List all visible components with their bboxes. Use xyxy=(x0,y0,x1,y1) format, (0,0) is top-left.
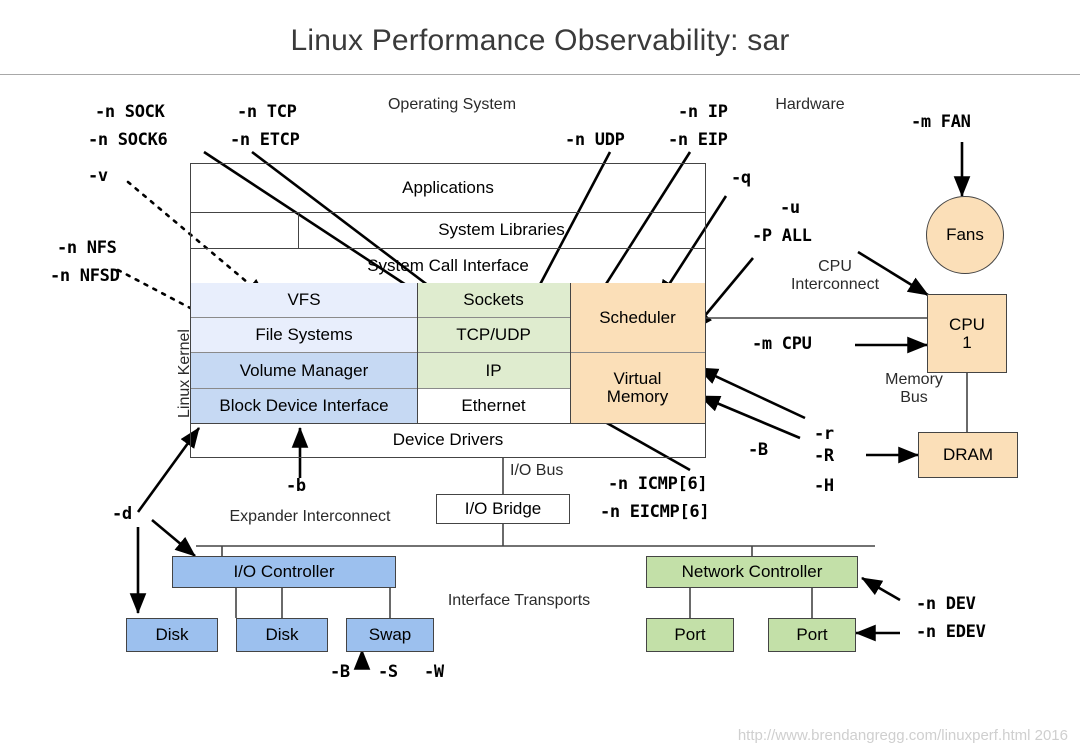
option-swap-B[interactable]: -B xyxy=(330,662,350,682)
option-r-lower[interactable]: -r xyxy=(814,424,834,444)
stack-system-libraries-label: System Libraries xyxy=(438,220,565,240)
option-B-vm[interactable]: -B xyxy=(748,440,768,460)
hardware-swap-label: Swap xyxy=(368,625,412,645)
hardware-io-controller-label: I/O Controller xyxy=(233,562,335,582)
hardware-io-bridge-label: I/O Bridge xyxy=(464,499,542,519)
hardware-io-bridge[interactable]: I/O Bridge xyxy=(436,494,570,524)
option-m-cpu[interactable]: -m CPU xyxy=(752,334,812,354)
option-n-eip[interactable]: -n EIP xyxy=(668,130,728,150)
hardware-disk-1-label: Disk xyxy=(155,625,189,645)
label-hardware: Hardware xyxy=(775,96,845,113)
option-q[interactable]: -q xyxy=(731,168,751,188)
hardware-cpu[interactable]: CPU 1 xyxy=(927,294,1007,373)
label-expander-interconnect: Expander Interconnect xyxy=(229,508,391,525)
stack-scheduler[interactable]: Scheduler xyxy=(570,283,705,353)
option-n-etcp[interactable]: -n ETCP xyxy=(230,130,300,150)
option-n-tcp[interactable]: -n TCP xyxy=(237,102,297,122)
option-n-dev[interactable]: -n DEV xyxy=(916,594,976,614)
os-stack-frame xyxy=(190,163,706,458)
hardware-io-controller[interactable]: I/O Controller xyxy=(172,556,396,588)
stack-volume-manager[interactable]: Volume Manager xyxy=(191,353,417,389)
option-R[interactable]: -R xyxy=(814,446,834,466)
option-n-edev[interactable]: -n EDEV xyxy=(916,622,986,642)
label-memory-bus: Memory Bus xyxy=(885,371,943,407)
stack-block-device-interface[interactable]: Block Device Interface xyxy=(191,389,417,423)
footer-url: http://www.brendangregg.com/linuxperf.ht… xyxy=(737,727,1068,744)
hardware-fans-label: Fans xyxy=(946,225,984,245)
stack-applications[interactable]: Applications xyxy=(191,164,705,212)
option-swap-S[interactable]: -S xyxy=(378,662,398,682)
divider-syslib-bottom xyxy=(191,248,705,249)
option-v[interactable]: -v xyxy=(88,166,108,186)
hardware-disk-1[interactable]: Disk xyxy=(126,618,218,652)
option-n-icmp[interactable]: -n ICMP[6] xyxy=(608,474,708,494)
stack-ip-label: IP xyxy=(485,360,502,380)
label-io-bus: I/O Bus xyxy=(510,462,564,479)
header-divider xyxy=(0,74,1080,75)
hardware-port-1-label: Port xyxy=(674,625,706,645)
option-n-sock6[interactable]: -n SOCK6 xyxy=(88,130,168,150)
option-n-udp[interactable]: -n UDP xyxy=(565,130,625,150)
hardware-disk-2[interactable]: Disk xyxy=(236,618,328,652)
stack-system-call-interface-label: System Call Interface xyxy=(367,255,529,275)
hardware-dram-label: DRAM xyxy=(942,445,994,465)
stack-volume-manager-label: Volume Manager xyxy=(239,360,369,380)
hardware-port-1[interactable]: Port xyxy=(646,618,734,652)
option-n-sock[interactable]: -n SOCK xyxy=(95,102,165,122)
stack-vfs[interactable]: VFS xyxy=(191,283,417,318)
option-n-ip[interactable]: -n IP xyxy=(678,102,728,122)
label-operating-system: Operating System xyxy=(387,96,517,113)
page-title: Linux Performance Observability: sar xyxy=(290,24,790,57)
label-interface-transports: Interface Transports xyxy=(447,592,591,609)
hardware-network-controller-label: Network Controller xyxy=(681,562,823,582)
stack-virtual-memory-label-1: Virtual xyxy=(613,369,662,389)
stack-file-systems[interactable]: File Systems xyxy=(191,318,417,353)
hardware-fans[interactable]: Fans xyxy=(926,196,1004,274)
option-b[interactable]: -b xyxy=(286,476,306,496)
hardware-swap[interactable]: Swap xyxy=(346,618,434,652)
hardware-port-2-label: Port xyxy=(796,625,828,645)
option-d[interactable]: -d xyxy=(112,504,132,524)
option-n-nfsd[interactable]: -n NFSD xyxy=(50,266,120,286)
stack-sockets-label: Sockets xyxy=(463,290,524,310)
stack-tcp-udp-label: TCP/UDP xyxy=(456,325,531,345)
stack-vfs-label: VFS xyxy=(287,290,321,310)
option-u[interactable]: -u xyxy=(780,198,800,218)
label-cpu-interconnect: CPU Interconnect xyxy=(790,258,880,294)
divider-drivers-top xyxy=(191,423,705,424)
divider-col-mid-right xyxy=(570,283,571,423)
stack-applications-label: Applications xyxy=(402,178,494,198)
option-swap-W[interactable]: -W xyxy=(424,662,444,682)
option-n-nfs[interactable]: -n NFS xyxy=(57,238,117,258)
stack-ethernet[interactable]: Ethernet xyxy=(417,389,570,423)
hardware-dram[interactable]: DRAM xyxy=(918,432,1018,478)
option-n-eicmp[interactable]: -n EICMP[6] xyxy=(600,502,710,522)
stack-device-drivers[interactable]: Device Drivers xyxy=(191,423,705,457)
stack-virtual-memory-label-2: Memory xyxy=(606,387,669,406)
stack-file-systems-label: File Systems xyxy=(255,325,353,345)
hardware-network-controller[interactable]: Network Controller xyxy=(646,556,858,588)
option-m-fan[interactable]: -m FAN xyxy=(911,112,971,132)
stack-device-drivers-label: Device Drivers xyxy=(392,430,504,450)
divider-syslib-left xyxy=(298,212,299,248)
stack-system-libraries[interactable]: System Libraries xyxy=(298,212,705,248)
hardware-cpu-label: CPU 1 xyxy=(949,314,985,352)
stack-virtual-memory[interactable]: Virtual Memory xyxy=(570,353,705,423)
stack-tcp-udp[interactable]: TCP/UDP xyxy=(417,318,570,353)
stack-sockets[interactable]: Sockets xyxy=(417,283,570,318)
stack-ethernet-label: Ethernet xyxy=(461,396,526,416)
stack-system-call-interface[interactable]: System Call Interface xyxy=(191,248,705,283)
option-H[interactable]: -H xyxy=(814,476,834,496)
divider-applications xyxy=(191,212,705,213)
divider-col-left-mid xyxy=(417,283,418,423)
hardware-disk-2-label: Disk xyxy=(265,625,299,645)
stack-ip[interactable]: IP xyxy=(417,353,570,389)
stack-scheduler-label: Scheduler xyxy=(599,307,676,327)
stack-block-device-interface-label: Block Device Interface xyxy=(219,396,389,416)
hardware-port-2[interactable]: Port xyxy=(768,618,856,652)
option-p-all[interactable]: -P ALL xyxy=(752,226,812,246)
